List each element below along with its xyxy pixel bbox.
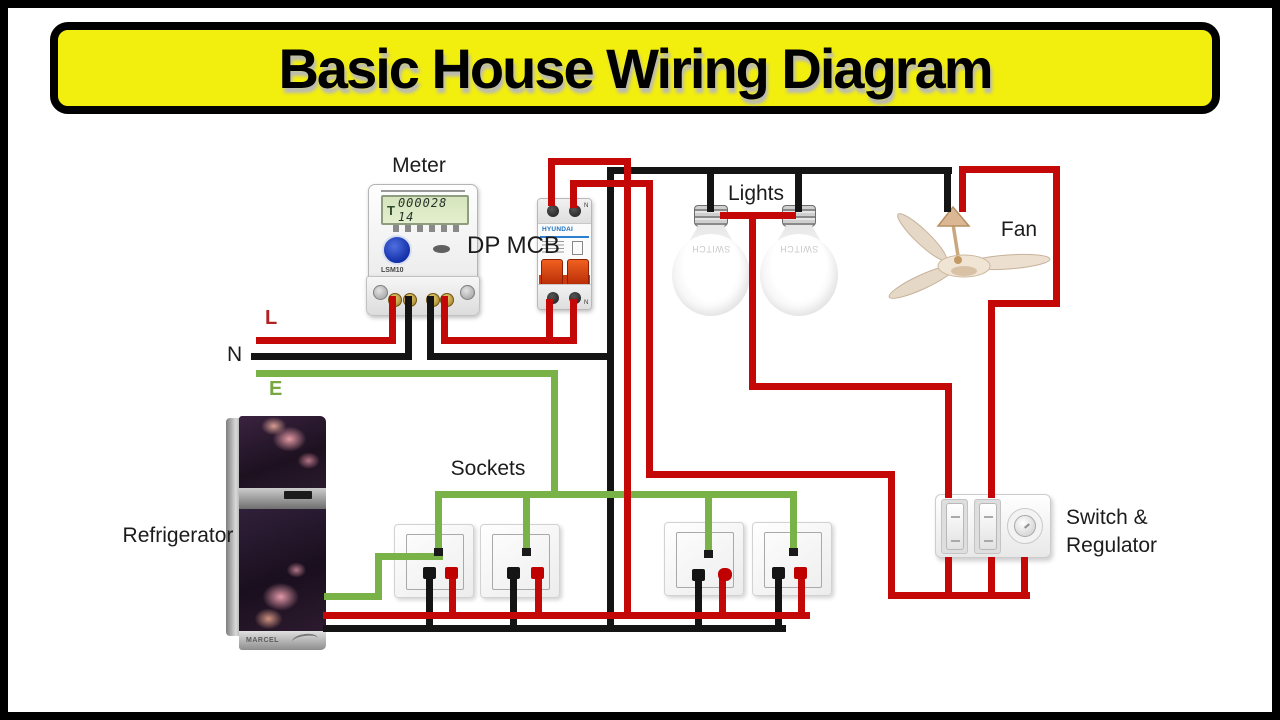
neutral-wire-black bbox=[251, 167, 952, 632]
label-fan: Fan bbox=[1000, 218, 1038, 241]
fridge-lower-door bbox=[239, 509, 326, 631]
fridge-freezer-door bbox=[239, 416, 326, 488]
mcb-blue-line bbox=[540, 236, 589, 238]
meter-model-label: LSM10 bbox=[381, 267, 404, 274]
light-bulb-2: SWITCH bbox=[760, 204, 838, 316]
meter-screw-right bbox=[460, 285, 475, 300]
meter-cert-marks bbox=[393, 225, 463, 232]
fridge-display bbox=[284, 491, 312, 499]
fan-hub bbox=[954, 256, 962, 264]
meter-display-prefix: T bbox=[387, 202, 395, 218]
wiring-layer bbox=[251, 158, 1060, 632]
refrigerator: MARCEL bbox=[226, 416, 326, 650]
mcb-brand-label: HYUNDAI bbox=[542, 226, 574, 233]
mcb-n-mark-bottom: N bbox=[584, 300, 589, 306]
mcb-spec-text bbox=[542, 241, 564, 255]
dp-mcb: N HYUNDAI N bbox=[537, 198, 592, 310]
switch-2 bbox=[974, 499, 1001, 554]
live-wire-red bbox=[256, 158, 1060, 619]
fridge-kickplate: MARCEL bbox=[239, 631, 326, 650]
fan-regulator bbox=[1007, 508, 1043, 544]
mcb-symbol bbox=[572, 241, 583, 255]
socket-pins bbox=[423, 548, 807, 581]
label-line-live: L bbox=[265, 307, 278, 329]
switch-1-mark-bottom bbox=[950, 540, 960, 542]
switch-1-mark-top bbox=[950, 516, 960, 518]
light-bulb-1: SWITCH bbox=[672, 204, 750, 316]
socket-2 bbox=[480, 524, 560, 598]
meter-terminal-block bbox=[366, 276, 480, 316]
fan-motor-cap bbox=[951, 266, 977, 276]
switch-regulator-plate bbox=[935, 494, 1051, 558]
switch-2-rocker bbox=[978, 503, 997, 550]
fan-canopy bbox=[936, 205, 971, 227]
switch-1 bbox=[941, 499, 968, 554]
fridge-brand-label: MARCEL bbox=[246, 637, 279, 644]
meter-ir-port bbox=[433, 245, 450, 253]
mcb-n-mark-top: N bbox=[584, 203, 589, 209]
bulb-2-globe bbox=[760, 234, 838, 316]
fridge-middle-band bbox=[239, 488, 326, 509]
label-line-earth: E bbox=[269, 378, 283, 400]
label-sockets: Sockets bbox=[450, 457, 526, 480]
switch-2-mark-top bbox=[983, 516, 993, 518]
meter-screw-left bbox=[373, 285, 388, 300]
mcb-top-terminal-strip bbox=[538, 199, 591, 224]
title-banner: Basic House Wiring Diagram bbox=[50, 22, 1220, 114]
label-dp-mcb: DP MCB bbox=[467, 232, 560, 259]
meter-lcd-display: T 000028 14 bbox=[381, 195, 469, 225]
switch-2-mark-bottom bbox=[983, 540, 993, 542]
page-title: Basic House Wiring Diagram bbox=[278, 36, 993, 100]
bulb-1-globe bbox=[672, 234, 750, 316]
label-meter: Meter bbox=[392, 154, 446, 177]
label-refrigerator: Refrigerator bbox=[122, 524, 234, 547]
label-switch-regulator-line1: Switch & bbox=[1066, 506, 1148, 529]
label-line-neutral: N bbox=[227, 343, 243, 366]
ceiling-fan bbox=[888, 205, 1051, 299]
meter-brand-line bbox=[381, 190, 465, 192]
label-switch-regulator-line2: Regulator bbox=[1066, 534, 1158, 557]
meter-display-value: 000028 14 bbox=[397, 196, 448, 224]
switch-1-rocker bbox=[945, 503, 964, 550]
label-lights: Lights bbox=[727, 182, 785, 205]
earth-wire-green bbox=[256, 370, 797, 600]
mcb-terminal-top-left bbox=[547, 205, 559, 217]
meter-blue-button bbox=[382, 235, 412, 265]
fan-regulator-knob bbox=[1014, 515, 1036, 537]
